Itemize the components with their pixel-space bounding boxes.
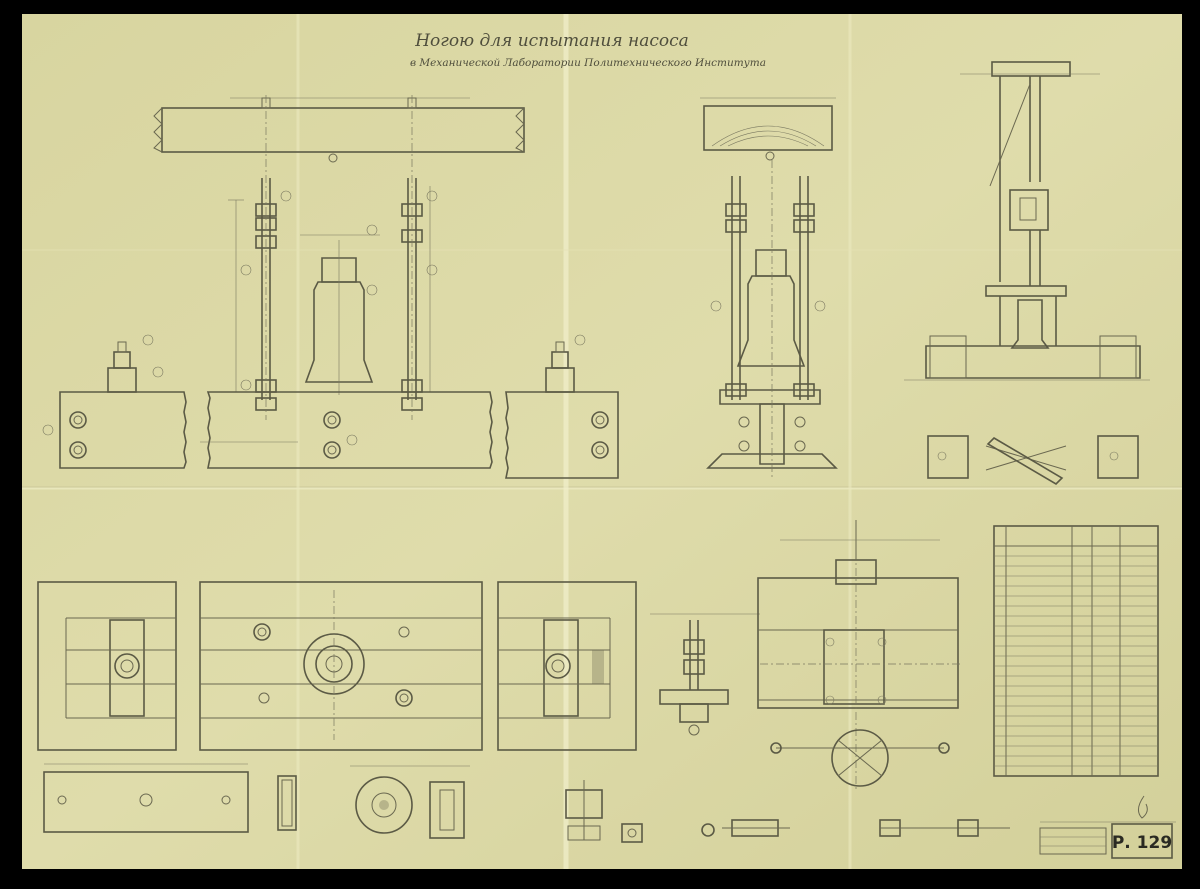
right-threaded-rod — [401, 95, 423, 420]
base-blocks — [59, 391, 619, 479]
plan-right — [497, 581, 637, 751]
left-threaded-rod — [255, 95, 277, 420]
beam-section — [703, 105, 833, 151]
upper-right-detail-view — [904, 61, 1150, 486]
base-plan-detail — [757, 520, 960, 790]
plan-center — [199, 581, 483, 751]
title-stamp: Р. 129 — [1039, 795, 1176, 859]
pump-body — [304, 240, 374, 395]
sheet-number: Р. 129 — [1112, 833, 1172, 853]
side-elevation-view — [700, 97, 838, 480]
leader-balloons — [42, 190, 586, 446]
drawing-subtitle: в Механической Лаборатории Политехническ… — [410, 57, 766, 69]
plan-left — [37, 581, 177, 751]
parts-table — [993, 525, 1159, 777]
drawing-title: Ногою для испытания насоса — [414, 31, 689, 51]
side-bolt-stands — [107, 341, 575, 393]
part-details — [43, 763, 1010, 843]
title-block: Ногою для испытания насоса в Механическо… — [410, 31, 766, 69]
pump-rod-detail — [650, 613, 760, 736]
wooden-beam — [161, 107, 525, 153]
front-elevation-view — [42, 95, 619, 479]
plan-views — [37, 581, 637, 751]
